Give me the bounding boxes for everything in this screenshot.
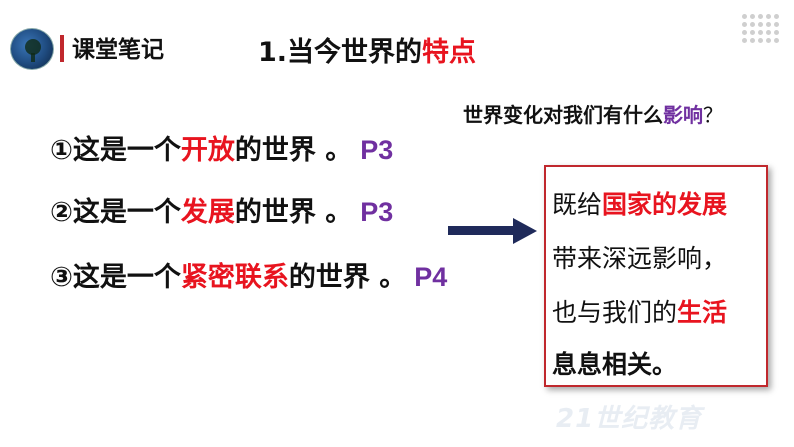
item-post: 的世界 。 bbox=[288, 262, 407, 293]
item-number: ① bbox=[50, 135, 73, 166]
decorative-dot-grid-icon bbox=[742, 14, 782, 48]
item-keyword: 发展 bbox=[180, 197, 235, 228]
item-page-ref: P3 bbox=[360, 197, 394, 227]
question-highlight: 影响 bbox=[663, 103, 703, 127]
logo-tree-crown bbox=[25, 39, 41, 55]
watermark-logo: 21世纪教育 bbox=[556, 404, 703, 434]
item-number: ② bbox=[50, 197, 73, 228]
item-number: ③ bbox=[50, 262, 73, 293]
item-pre: 这是一个 bbox=[72, 197, 181, 228]
item-keyword: 开放 bbox=[180, 135, 235, 166]
answer-line: 既给国家的发展 bbox=[552, 185, 727, 221]
answer-line: 息息相关。 bbox=[552, 350, 678, 379]
arrow-head-icon bbox=[513, 218, 537, 244]
question-suffix: ？ bbox=[703, 103, 723, 127]
answer-box: 既给国家的发展 带来深远影响， 也与我们的生活 息息相关。 bbox=[544, 165, 768, 387]
notes-label: 课堂笔记 bbox=[72, 37, 164, 63]
page-title-highlight: 特点 bbox=[422, 37, 477, 68]
item-pre: 这是一个 bbox=[72, 135, 181, 166]
feature-item: ③这是一个紧密联系的世界 。P4 bbox=[50, 255, 447, 294]
title-accent-bar bbox=[60, 35, 64, 62]
item-post: 的世界 。 bbox=[234, 197, 353, 228]
arrow-right-icon bbox=[448, 226, 515, 235]
item-keyword: 紧密联系 bbox=[180, 262, 289, 293]
answer-line1-key: 国家的发展 bbox=[602, 190, 728, 219]
page-title-prefix: 1.当今世界的 bbox=[258, 37, 423, 68]
logo-globe-icon bbox=[10, 28, 54, 70]
item-page-ref: P3 bbox=[360, 135, 394, 165]
question-prefix: 世界变化对我们有什么 bbox=[463, 103, 663, 127]
answer-line: 带来深远影响， bbox=[552, 244, 728, 273]
page-title: 1.当今世界的特点 bbox=[258, 30, 476, 69]
feature-item: ①这是一个开放的世界 。P3 bbox=[50, 128, 393, 167]
answer-line1-pre: 既给 bbox=[552, 190, 603, 219]
logo-tree-trunk bbox=[31, 53, 35, 62]
answer-line3-key: 生活 bbox=[677, 298, 728, 327]
answer-line: 也与我们的生活 bbox=[552, 293, 727, 329]
item-pre: 这是一个 bbox=[72, 262, 181, 293]
item-post: 的世界 。 bbox=[234, 135, 353, 166]
answer-line3-pre: 也与我们的 bbox=[552, 298, 678, 327]
guiding-question: 世界变化对我们有什么影响？ bbox=[463, 99, 723, 128]
item-page-ref: P4 bbox=[414, 262, 448, 292]
feature-item: ②这是一个发展的世界 。P3 bbox=[50, 190, 393, 229]
